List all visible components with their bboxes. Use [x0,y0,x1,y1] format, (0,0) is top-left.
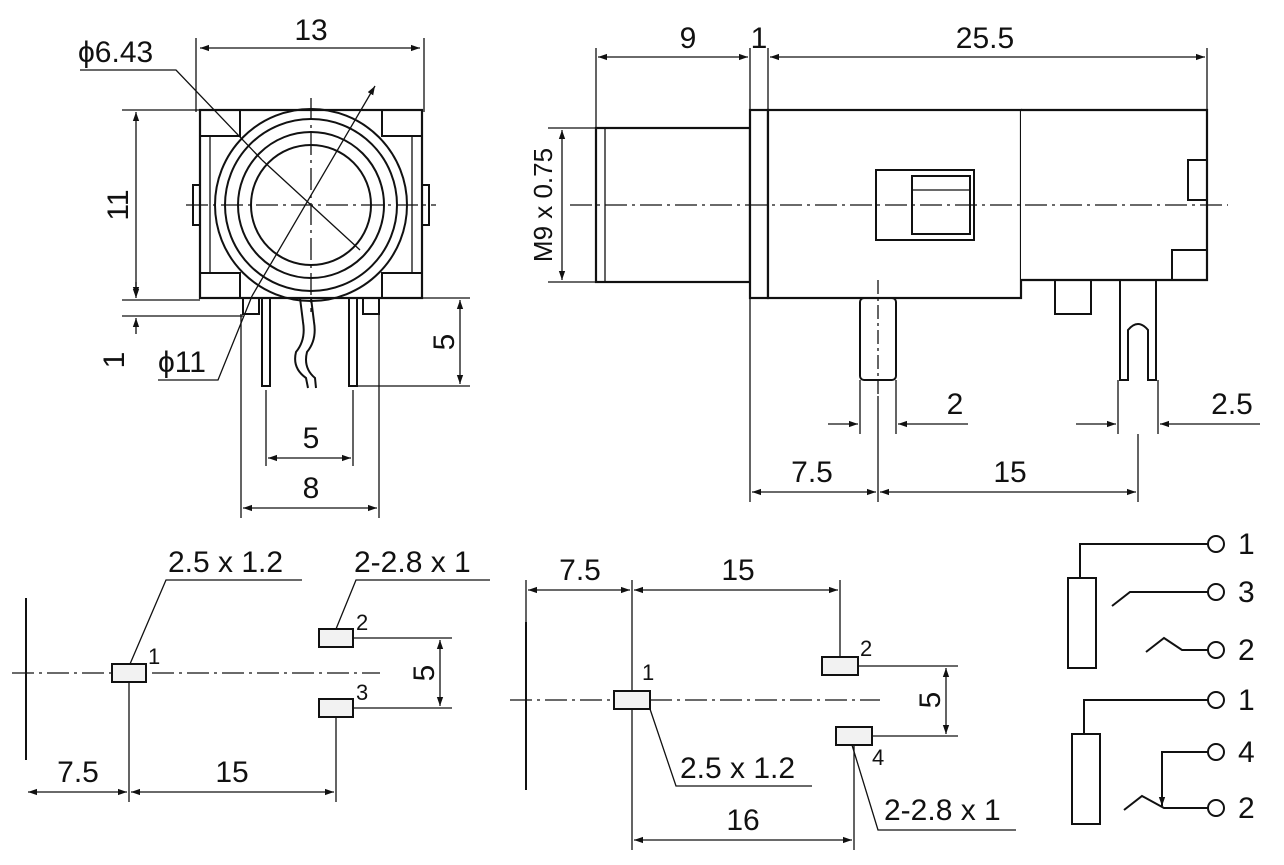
label-outer-diameter: ϕ11 [158,346,206,379]
terminal-label-2: 2 [1238,792,1255,825]
side-view: M9 x 0.75 9 1 25.5 2 2.5 7.5 15 [528,22,1260,502]
leader-line [129,579,302,665]
side-mid-post [1054,279,1092,315]
pad-label-1: 1 [642,660,654,685]
flange [748,108,770,300]
terminal-circle [1207,799,1225,817]
pad-2 [821,656,859,676]
front-pin [261,297,271,387]
dim-pitch-x: 15 [215,756,248,789]
terminal-circle [1207,583,1225,601]
pad-2 [318,628,354,648]
dim-flange: 1 [751,22,768,55]
dim-width-13: 13 [294,14,327,47]
leader-line [649,708,812,787]
dim-pad-spacing: 5 [408,665,441,682]
sleeve-contact [1067,577,1097,669]
pad-label-2: 2 [860,636,872,661]
sleeve-contact [1071,733,1101,825]
dim-offset-x: 7.5 [57,756,99,789]
side-bump [421,184,430,226]
pad-label-4: 4 [872,745,884,770]
dim-pin-spacing-inner: 5 [303,422,320,455]
front-view: 13 11 1 ϕ6.43 ϕ11 5 5 8 [78,14,470,518]
dim-body-length: 25.5 [956,22,1014,55]
dim-height-11: 11 [102,189,135,220]
terminal-label-1: 1 [1238,684,1255,717]
dim-pin-height: 5 [428,334,461,351]
terminal-circle [1207,691,1225,709]
dim-offset-x: 7.5 [559,554,601,587]
front-pin [348,297,358,387]
pad-label-1: 1 [148,644,160,669]
footprint-3pin: 1 2 3 2.5 x 1.2 2-2.8 x 1 5 7.5 15 [12,546,490,802]
corner-tab [199,272,241,299]
label-pad-small: 2-2.8 x 1 [884,794,1001,827]
front-bottom-leg [362,297,380,315]
label-bore-diameter: ϕ6.43 [78,36,153,69]
dim-pin-offset: 7.5 [791,456,833,489]
terminal-circle [1207,743,1225,761]
dim-pad-spacing: 5 [914,692,947,709]
dim-offset-1: 1 [98,352,131,369]
terminal-circle [1207,641,1225,659]
schematic-4pin: 1 4 2 [1071,684,1255,825]
terminal-label-1: 1 [1238,528,1255,561]
rear-body [1021,108,1209,282]
label-pad-main: 2.5 x 1.2 [680,752,795,785]
dim-front-length: 9 [680,22,697,55]
pad-label-2: 2 [356,610,368,635]
main-body [766,108,1023,300]
leader-line [335,579,490,630]
pad-label-3: 3 [356,680,368,705]
footprint-4pin: 1 2 4 5 7.5 15 2.5 x 1.2 2-2.8 x 1 16 [510,554,1016,850]
pad-3 [318,698,354,718]
terminal-circle [1207,535,1225,553]
terminal-label-4: 4 [1238,736,1255,769]
pad-1 [613,690,651,710]
dim-pin-spacing-outer: 8 [303,472,320,505]
leader-line [80,69,263,161]
dim-pitch-x: 15 [721,554,754,587]
corner-tab [381,109,423,137]
pad-4 [835,726,873,746]
pad-1 [111,663,147,683]
label-pad-small: 2-2.8 x 1 [354,546,471,579]
label-thread: M9 x 0.75 [528,148,558,262]
corner-tab [199,109,241,137]
dim-pin-width: 2 [947,388,964,421]
dim-total-x: 16 [726,804,759,837]
dim-pin-pitch: 15 [993,456,1026,489]
terminal-label-3: 3 [1238,576,1255,609]
leader-line [851,744,1016,831]
side-rear-pin [1119,280,1157,381]
schematic-3pin: 1 3 2 [1067,528,1255,669]
front-wavy-pin [294,297,309,389]
dim-rear-pin-width: 2.5 [1211,388,1253,421]
terminal-label-2: 2 [1238,634,1255,667]
label-pad-main: 2.5 x 1.2 [168,546,283,579]
